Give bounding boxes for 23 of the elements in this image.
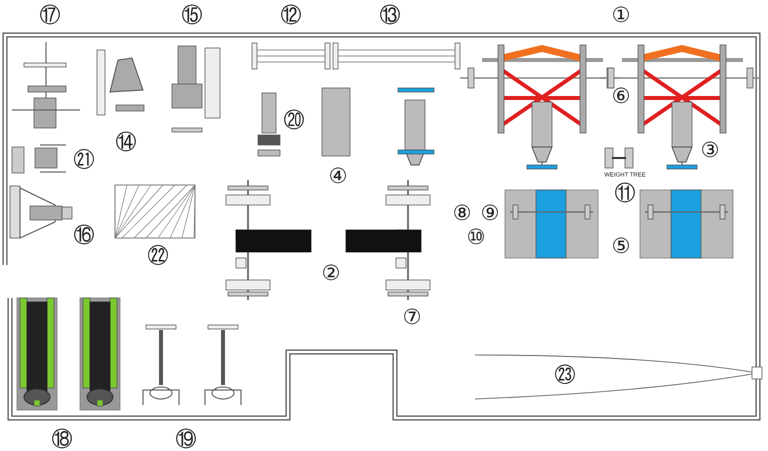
callout-number: ③ <box>700 139 720 161</box>
callout-number: ⑱ <box>52 428 72 450</box>
callout-number: ② <box>322 262 340 284</box>
callout-number: ⑰ <box>40 4 60 26</box>
callout-number: ⑪ <box>614 182 636 204</box>
callout-number: ㉓ <box>554 364 576 386</box>
callout-number: ⑯ <box>74 224 94 246</box>
callout-number: ⑬ <box>380 4 400 26</box>
callout-number: ㉑ <box>74 149 94 171</box>
callout-number: ⑦ <box>402 306 422 328</box>
callout-number: ⑭ <box>116 131 136 153</box>
callout-number: ⑳ <box>284 109 304 131</box>
callout-number: ⑮ <box>182 4 202 26</box>
callout-number: ⑧ <box>452 202 472 224</box>
callout-number: ① <box>612 4 630 26</box>
callout-number: ㉒ <box>148 245 168 267</box>
callout-number: ⑥ <box>612 85 630 107</box>
callout-number: ⑤ <box>612 235 630 257</box>
callout-number: ④ <box>328 165 348 187</box>
callout-number: ⑲ <box>176 428 196 450</box>
callout-number: ⑨ <box>480 202 500 224</box>
callout-number: ⑫ <box>280 4 302 26</box>
callout-number: ⑩ <box>466 226 486 248</box>
